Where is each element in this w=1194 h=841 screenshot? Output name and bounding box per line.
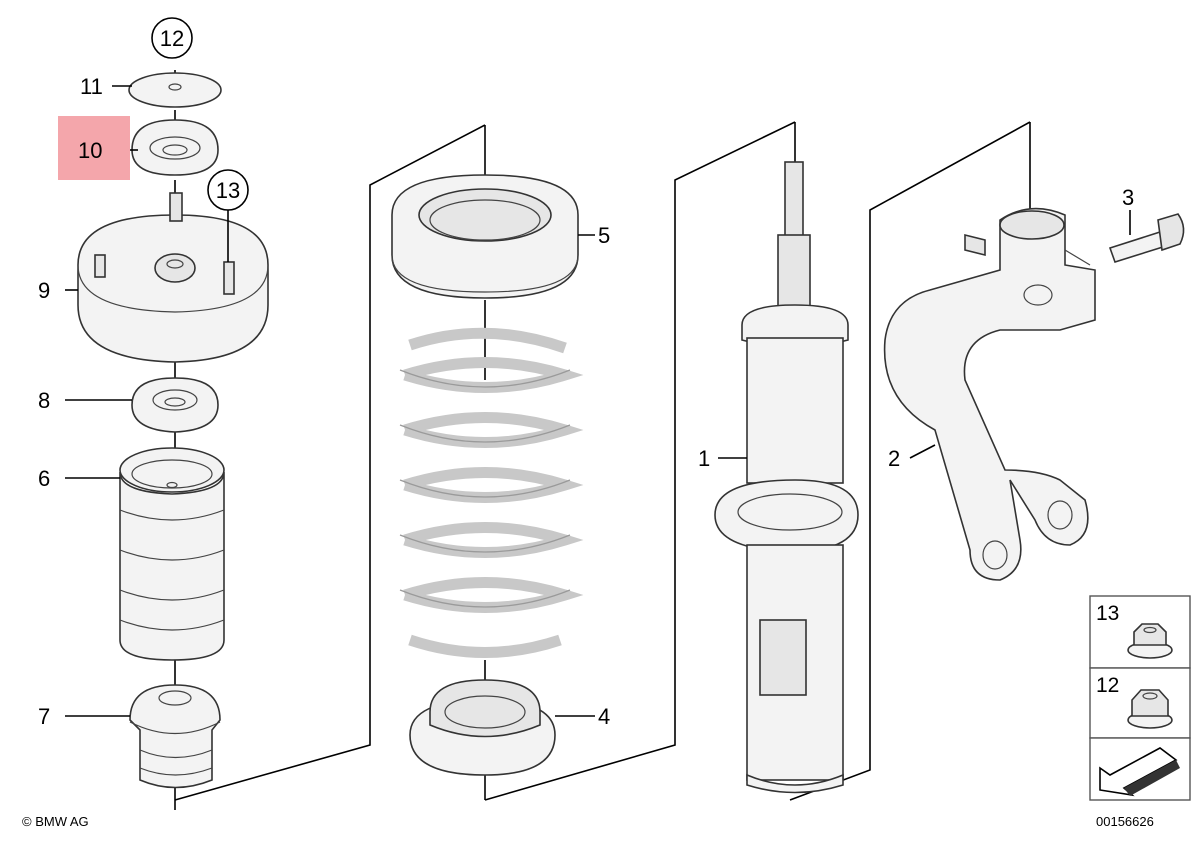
callouts: 12 11 10 13 9 8 6 7 5 4 1 2 3 [38, 17, 1134, 729]
part-5-upper-spring-seat [391, 174, 579, 299]
callout-12-circle [151, 17, 193, 59]
part-1-strut [714, 161, 859, 794]
nut-box-13-label: 13 [1096, 602, 1119, 625]
coil-spring [399, 327, 584, 658]
part-3-bolt [1108, 213, 1185, 263]
callout-3: 3 [1122, 185, 1134, 210]
part-11-washer [128, 72, 222, 108]
part-4-lower-spring-seat [409, 679, 556, 776]
callout-9: 9 [38, 278, 50, 303]
hex-nut-icon [1127, 689, 1173, 729]
part-8-bump-washer [131, 377, 219, 433]
callout-5: 5 [598, 223, 610, 248]
callout-12: 12 [160, 26, 184, 51]
nut-box-12-label: 12 [1096, 674, 1119, 697]
callout-4: 4 [598, 704, 610, 729]
copyright-text: © BMW AG [22, 814, 89, 829]
callout-8: 8 [38, 388, 50, 413]
assembly-guide-lines [174, 70, 1031, 810]
nut-reference-boxes: 13 12 [1089, 595, 1191, 801]
callout-6: 6 [38, 466, 50, 491]
hex-nut-flanged-icon [1127, 623, 1173, 659]
callout-2: 2 [888, 446, 900, 471]
callout-10: 10 [78, 138, 102, 163]
part-9-top-mount [77, 192, 269, 363]
diagram-number: 00156626 [1096, 814, 1154, 829]
callout-10-highlight [58, 116, 130, 180]
direction-arrow-icon [1099, 747, 1180, 797]
callout-11: 11 [80, 74, 103, 99]
part-7-bump-stop [129, 684, 221, 789]
callout-13-circle [207, 169, 249, 211]
part-10-rubber-mount [131, 119, 219, 176]
callout-1: 1 [698, 446, 710, 471]
part-6-dust-boot [119, 447, 225, 661]
callout-13: 13 [216, 178, 240, 203]
callout-7: 7 [38, 704, 50, 729]
leader-lines [65, 85, 1131, 717]
part-2-knuckle [883, 207, 1096, 581]
